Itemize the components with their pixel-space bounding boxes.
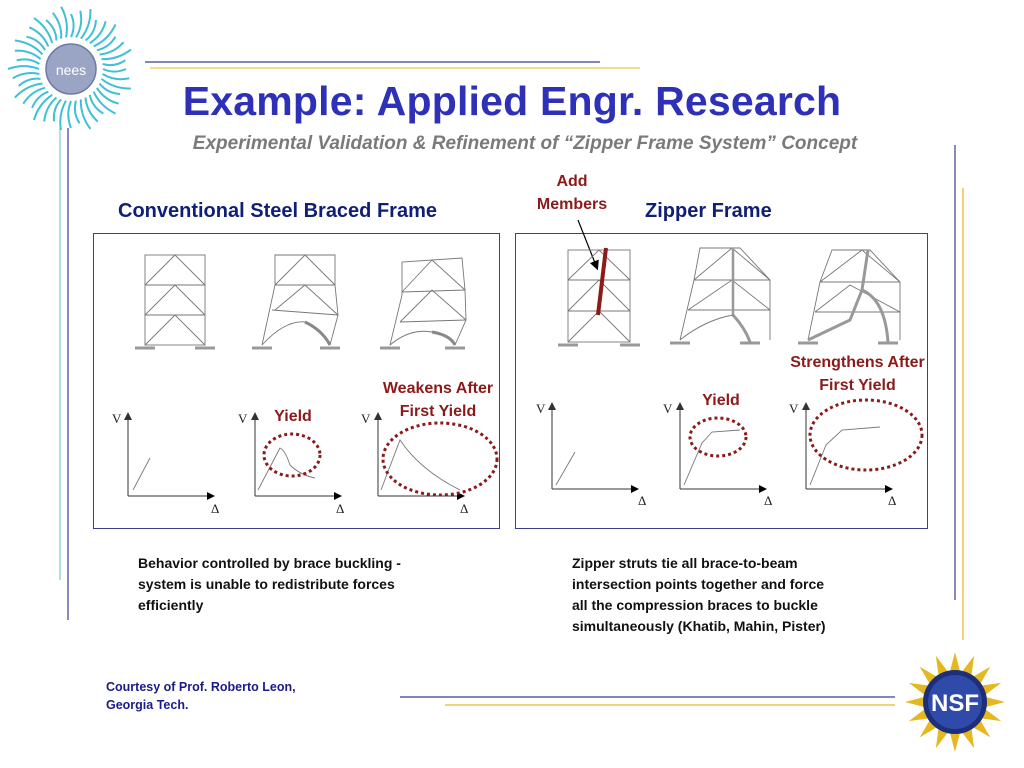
credit-text: Courtesy of Prof. Roberto Leon, Georgia … — [106, 680, 296, 712]
yield-label-right: Yield — [702, 392, 740, 409]
axis-delta-5: Δ — [764, 493, 772, 508]
yield-label-left: Yield — [274, 408, 312, 425]
zipper-strut-highlight — [596, 247, 608, 316]
right-description: Zipper struts tie all brace-to-beam inte… — [572, 555, 826, 634]
axis-delta-3: Δ — [460, 501, 468, 516]
page-subtitle: Experimental Validation & Refinement of … — [192, 133, 858, 154]
axis-v-1: V — [112, 411, 122, 426]
left-description: Behavior controlled by brace buckling - … — [138, 555, 401, 613]
strengthens-label: Strengthens After First Yield — [790, 354, 925, 394]
conventional-frame-panel — [93, 233, 500, 529]
frame-conventional-weakens — [380, 257, 467, 350]
add-members-arrow — [577, 219, 599, 271]
axis-delta-2: Δ — [336, 501, 344, 516]
axis-v-2: V — [238, 411, 248, 426]
frame-conventional-yield — [252, 254, 340, 350]
frame-conventional-undeformed — [135, 254, 215, 350]
frame-zipper-yield — [670, 247, 771, 345]
axis-v-3: V — [361, 411, 371, 426]
zipper-frame-panel — [515, 233, 928, 529]
nees-logo-text: nees — [56, 62, 86, 78]
axis-delta-4: Δ — [638, 493, 646, 508]
axis-v-6: V — [789, 401, 799, 416]
weakens-label: Weakens After First Yield — [382, 380, 494, 420]
right-heading: Zipper Frame — [645, 200, 772, 222]
nsf-logo-text: NSF — [931, 690, 979, 717]
axis-delta-1: Δ — [211, 501, 219, 516]
left-heading: Conventional Steel Braced Frame — [118, 200, 437, 222]
frame-zipper-strengthens — [798, 249, 901, 345]
axis-v-5: V — [663, 401, 673, 416]
axis-delta-6: Δ — [888, 493, 896, 508]
add-members-label: Add Members — [536, 173, 608, 213]
nees-logo: nees — [5, 5, 135, 132]
axis-v-4: V — [536, 401, 546, 416]
nsf-logo: NSF — [900, 650, 1010, 755]
page-title: Example: Applied Engr. Research — [182, 78, 842, 124]
